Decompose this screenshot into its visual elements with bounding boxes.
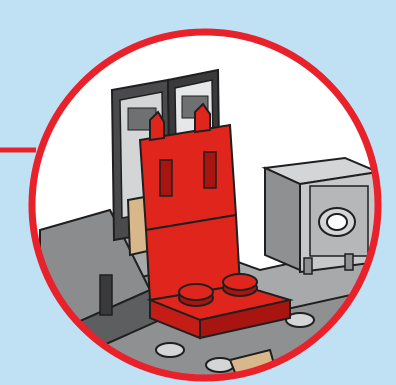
gray-tile-brick-icon (265, 158, 378, 274)
